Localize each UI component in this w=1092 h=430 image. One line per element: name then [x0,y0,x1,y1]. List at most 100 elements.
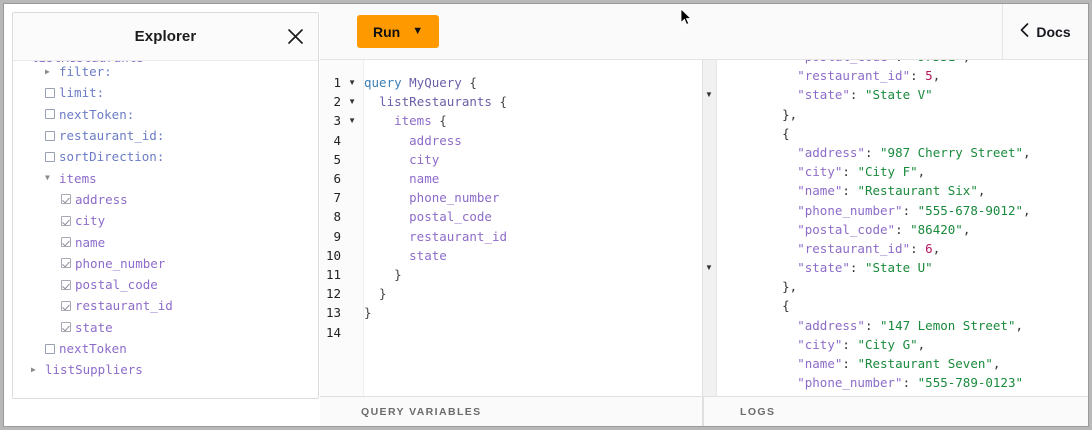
logs-label: LOGS [740,405,776,418]
checkbox-checked[interactable] [61,322,71,333]
checkbox-checked[interactable] [61,279,71,290]
result-line[interactable]: "postal_code": "86420", [737,220,1088,239]
code-line[interactable]: address [364,131,702,150]
checkbox-unchecked[interactable] [45,151,55,162]
checkbox-checked[interactable] [61,194,71,205]
fold-arrow-icon[interactable]: ▼ [705,90,713,100]
result-line[interactable]: "postal_code": "97531", [737,60,1088,66]
explorer-item-nexttoken[interactable]: nextToken [23,338,318,359]
result-line[interactable]: "city": "City F", [737,162,1088,181]
results-viewer[interactable]: ▼▼ "postal_code": "97531", "restaurant_i… [703,60,1088,396]
explorer-item-restaurant_id[interactable]: restaurant_id: [23,125,318,146]
editor-code[interactable]: query MyQuery { listRestaurants { items … [364,60,702,396]
result-token: "phone_number" [797,375,903,391]
explorer-item-sortdirection[interactable]: sortDirection: [23,146,318,167]
chevron-right-icon[interactable]: ▶ [45,66,50,76]
code-token: address [409,132,462,148]
result-line[interactable]: }, [737,277,1088,296]
result-token: : [895,221,911,237]
result-line[interactable]: "state": "State U" [737,258,1088,277]
result-token: "city" [797,164,843,180]
checkbox-checked[interactable] [61,258,71,269]
checkbox-unchecked[interactable] [45,130,55,141]
checkbox-unchecked[interactable] [45,109,55,120]
explorer-item-items[interactable]: ▼items [23,167,318,188]
result-line[interactable]: "restaurant_id": 6, [737,239,1088,258]
explorer-item-label: nextToken: [59,106,135,122]
checkbox-unchecked[interactable] [45,87,55,98]
code-token [364,133,409,148]
result-line[interactable]: "city": "City G", [737,335,1088,354]
explorer-item-address[interactable]: address [23,189,318,210]
explorer-item-name[interactable]: name [23,231,318,252]
code-line[interactable]: city [364,150,702,169]
explorer-item-city[interactable]: city [23,210,318,231]
checkbox-checked[interactable] [61,215,71,226]
code-line[interactable]: postal_code [364,207,702,226]
result-line[interactable]: "name": "Restaurant Seven", [737,354,1088,373]
code-line[interactable]: state [364,246,702,265]
result-line[interactable]: "restaurant_id": 5, [737,66,1088,85]
results-content[interactable]: "postal_code": "97531", "restaurant_id":… [717,60,1088,396]
code-line[interactable]: } [364,265,702,284]
logs-tab[interactable]: LOGS [703,396,1088,426]
code-line[interactable]: name [364,169,702,188]
result-line[interactable]: "phone_number": "555-678-9012", [737,201,1088,220]
line-number: 11 [325,267,341,282]
result-line[interactable]: "name": "Restaurant Six", [737,181,1088,200]
fold-arrow-icon[interactable]: ▼ [348,97,356,107]
explorer-item-restaurant_id[interactable]: restaurant_id [23,295,318,316]
code-line[interactable]: } [364,303,702,322]
explorer-tree-container[interactable]: listRestaurants ▶filter:limit:nextToken:… [13,61,318,398]
explorer-item-limit[interactable]: limit: [23,82,318,103]
chevron-right-icon[interactable]: ▶ [31,364,36,374]
checkbox-checked[interactable] [61,300,71,311]
line-number: 5 [333,151,341,167]
code-line[interactable]: query MyQuery { [364,73,702,92]
explorer-item-phone_number[interactable]: phone_number [23,253,318,274]
result-line[interactable]: }, [737,105,1088,124]
close-icon[interactable] [284,26,306,48]
fold-arrow-icon[interactable]: ▼ [348,116,356,126]
code-line[interactable]: } [364,284,702,303]
result-token: , [963,60,971,64]
code-line[interactable]: items { [364,111,702,130]
code-line[interactable] [364,322,702,341]
result-line[interactable]: "phone_number": "555-789-0123" [737,373,1088,392]
query-variables-tab[interactable]: QUERY VARIABLES [320,396,702,426]
result-token: , [932,240,941,256]
results-gutter[interactable]: ▼▼ [703,60,717,396]
checkbox-checked[interactable] [61,237,71,248]
chevron-down-icon[interactable]: ▼ [45,173,50,183]
result-line[interactable]: { [737,124,1088,143]
code-line[interactable]: restaurant_id [364,227,702,246]
explorer-item-nexttoken[interactable]: nextToken: [23,104,318,125]
code-line[interactable]: phone_number [364,188,702,207]
run-button[interactable]: Run ▼ [357,15,440,48]
explorer-item-label: filter: [59,64,112,80]
result-line[interactable]: "address": "987 Cherry Street", [737,143,1088,162]
explorer-item-postal_code[interactable]: postal_code [23,274,318,295]
result-token [737,145,797,160]
result-token [737,60,797,64]
docs-button[interactable]: Docs [1002,4,1088,59]
fold-arrow-icon[interactable]: ▼ [348,78,356,87]
result-line[interactable]: { [737,296,1088,315]
explorer-item-filter[interactable]: ▶ filter: [23,61,318,82]
fold-arrow-icon[interactable]: ▼ [705,263,713,273]
result-token: : [842,164,858,180]
code-line[interactable]: listRestaurants { [364,92,702,111]
result-token: "Restaurant Seven" [857,356,993,371]
result-line[interactable]: "state": "State V" [737,85,1088,104]
code-token: postal_code [409,209,492,225]
result-token: "City F" [857,164,918,180]
explorer-item-listsuppliers[interactable]: ▶listSuppliers [23,359,318,380]
explorer-item-state[interactable]: state [23,317,318,338]
result-line[interactable]: "address": "147 Lemon Street", [737,316,1088,335]
checkbox-unchecked[interactable] [45,343,55,354]
result-token: : [895,60,910,64]
run-button-label: Run [373,23,401,40]
result-token: : [902,202,918,218]
